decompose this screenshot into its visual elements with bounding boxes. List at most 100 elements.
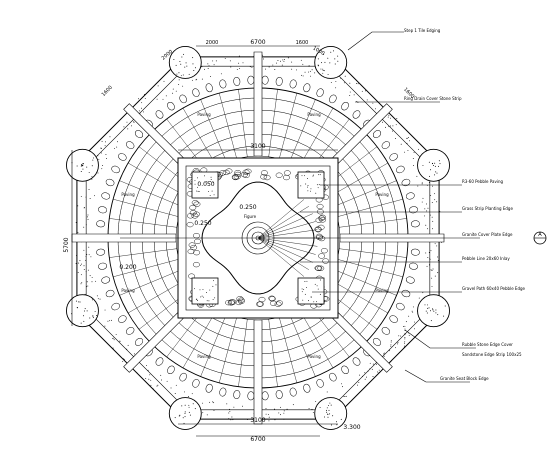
pillar-texture-dot	[184, 411, 186, 413]
gravel-dot	[100, 152, 102, 154]
planter-soil-dot	[210, 179, 212, 181]
callout-4: Grass Strip Planting Edge	[462, 206, 513, 211]
planter-soil-dot	[314, 283, 316, 285]
pillar-texture-dot	[317, 64, 319, 66]
pillar-texture-dot	[178, 415, 180, 417]
gravel-dot	[249, 66, 251, 68]
gravel-dot	[241, 405, 243, 407]
planter-soil-dot	[316, 184, 318, 186]
gravel-dot	[127, 128, 129, 130]
gravel-dot	[274, 408, 276, 410]
paving-label-8: Paving	[307, 354, 321, 359]
pebble-band-stone	[237, 297, 245, 303]
dim-top-right: 1000	[311, 45, 325, 57]
gravel-dot	[92, 315, 94, 316]
gravel-dot	[400, 143, 402, 145]
pillar-texture-dot	[86, 166, 88, 168]
gravel-dot	[279, 414, 281, 416]
pebble-band-stone	[319, 217, 327, 223]
gravel-dot	[418, 148, 419, 150]
gravel-dot	[404, 151, 406, 153]
gravel-dot	[359, 374, 361, 376]
gravel-dot	[126, 121, 128, 123]
planter-soil-dot	[202, 288, 204, 290]
gravel-dot	[383, 352, 385, 354]
gravel-dot	[97, 172, 99, 174]
gravel-dot	[85, 224, 87, 226]
elev-center: 0.250	[239, 204, 256, 211]
gravel-dot	[421, 182, 423, 184]
gravel-dot	[431, 277, 433, 279]
center-fan-line	[257, 206, 309, 239]
gravel-dot	[84, 293, 86, 295]
callout-5: Granite Cover Plate Edge	[462, 232, 513, 237]
gravel-dot	[86, 253, 88, 255]
gravel-dot	[404, 338, 406, 340]
gravel-dot	[327, 74, 329, 76]
pillar-texture-dot	[89, 317, 91, 319]
pillar-texture-dot	[323, 416, 325, 418]
gravel-dot	[81, 282, 83, 284]
gravel-dot	[201, 78, 203, 80]
gravel-dot	[87, 214, 89, 216]
pebble-ring-stone	[316, 88, 324, 98]
pillar-texture-dot	[179, 60, 181, 62]
gravel-dot	[123, 358, 125, 360]
gravel-dot	[157, 85, 159, 87]
pebble-band-stone	[318, 235, 326, 242]
corner-pillar-1	[417, 294, 450, 328]
gravel-dot	[314, 72, 316, 74]
planter-soil-dot	[209, 289, 211, 291]
pillar-texture-dot	[174, 417, 176, 419]
pillar-texture-dot	[181, 405, 183, 407]
gravel-dot	[388, 125, 390, 127]
gravel-dot	[80, 196, 82, 197]
gravel-dot	[208, 65, 210, 67]
paving-radial-joint	[182, 308, 218, 369]
gravel-dot	[109, 320, 111, 322]
paving-radial-joint	[119, 180, 183, 207]
gravel-dot	[311, 69, 313, 71]
planter-soil-dot	[193, 288, 195, 290]
planter-soil-dot	[301, 288, 303, 290]
gravel-dot	[75, 262, 77, 264]
pillar-texture-dot	[444, 305, 446, 307]
pebble-band-stone	[194, 238, 201, 245]
planter-soil-dot	[306, 280, 308, 282]
pebble-band-stone	[317, 224, 325, 231]
pebble-ring-stone	[401, 289, 411, 298]
gravel-dot	[394, 138, 396, 139]
pillar-texture-dot	[75, 300, 77, 302]
gravel-dot	[89, 197, 91, 199]
pebble-ring-stone	[303, 83, 311, 93]
gravel-dot	[404, 341, 406, 343]
pillar-texture-dot	[429, 175, 431, 177]
planter-soil-dot	[201, 295, 203, 297]
pillar-texture-dot	[331, 424, 333, 426]
gravel-dot	[392, 130, 393, 132]
gravel-dot	[418, 297, 420, 299]
gravel-dot	[372, 102, 374, 104]
gravel-dot	[390, 341, 392, 343]
gravel-dot	[376, 363, 378, 365]
pillar-texture-dot	[430, 169, 432, 171]
pebble-band-stone	[240, 172, 248, 178]
radial-stone-strip-3	[253, 319, 263, 425]
planter-soil-dot	[307, 190, 309, 192]
gravel-dot	[390, 361, 392, 363]
gravel-dot	[429, 214, 431, 216]
pebble-ring-stone	[205, 83, 213, 93]
planter-soil-dot	[307, 185, 309, 187]
corner-planter-4	[297, 277, 325, 305]
callout-10: Granite Seat Block Edge	[440, 376, 489, 381]
pebble-ring-stone	[372, 338, 382, 346]
gravel-dot	[417, 310, 418, 312]
pillar-texture-dot	[432, 165, 434, 167]
planter-soil-dot	[208, 300, 210, 302]
gravel-dot	[406, 142, 408, 144]
gravel-dot	[384, 126, 386, 128]
pillar-texture-dot	[438, 160, 440, 162]
planter-soil-dot	[210, 176, 212, 178]
callout-2: Ring Drain Cover Stone Strip	[404, 96, 462, 101]
planter-soil-dot	[312, 175, 314, 177]
